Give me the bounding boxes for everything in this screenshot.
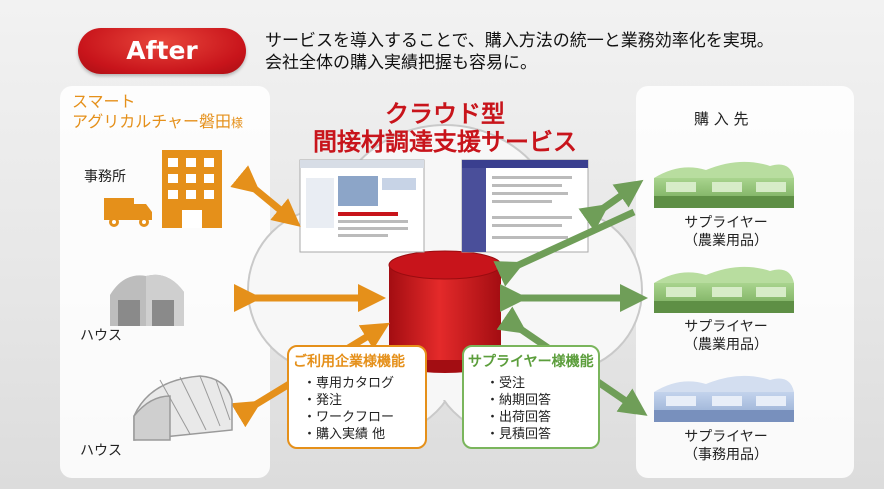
warehouse-icon-3 — [654, 375, 794, 422]
supplier-2-name: サプライヤー — [684, 319, 768, 335]
supplier-feature-item: ・納期回答 — [486, 393, 552, 408]
supplier-feature-item: ・見積回答 — [486, 427, 552, 442]
supplier-3-name: サプライヤー — [684, 429, 768, 445]
buyer-features-box: ご利用企業様機能 ・専用カタログ ・発注 ・ワークフロー ・購入実績 他 — [287, 345, 427, 449]
buyer-features-title: ご利用企業様機能 — [293, 354, 405, 370]
warehouse-icon-1 — [654, 161, 794, 208]
office-building-icon — [162, 150, 222, 228]
buyer-honorific: 様 — [231, 116, 244, 130]
buyer-feature-item: ・購入実績 他 — [303, 427, 386, 442]
headline-line-1: サービスを導入することで、購入方法の統一と業務効率化を実現。 — [265, 31, 774, 51]
screenshot-buyer — [299, 159, 425, 253]
buyer-name: スマート アグリカルチャー磐田様 — [72, 92, 243, 133]
truck-icon — [104, 198, 152, 227]
buyer-name-line2: アグリカルチャー磐田 — [72, 112, 232, 131]
supplier-1-category: （農業用品） — [684, 233, 768, 249]
supplier-2: サプライヤー （農業用品） — [676, 318, 776, 354]
buyer-name-line1: スマート — [72, 92, 136, 111]
supplier-features-box: サプライヤー様機能 ・受注 ・納期回答 ・出荷回答 ・見積回答 — [462, 345, 600, 449]
headline: サービスを導入することで、購入方法の統一と業務効率化を実現。 会社全体の購入実績… — [265, 30, 774, 74]
buyer-features-list: ・専用カタログ ・発注 ・ワークフロー ・購入実績 他 — [303, 375, 394, 443]
buyer-feature-item: ・専用カタログ — [303, 376, 395, 391]
supplier-feature-item: ・受注 — [486, 376, 526, 391]
suppliers-title: 購 入 先 — [694, 110, 749, 128]
service-title-line1: クラウド型 — [385, 100, 505, 128]
screenshot-supplier — [461, 159, 589, 253]
supplier-feature-item: ・出荷回答 — [486, 410, 552, 425]
warehouse-icon-2 — [654, 266, 794, 313]
buyer-feature-item: ・発注 — [303, 393, 343, 408]
service-title-line2: 間接材調達支援サービス — [313, 128, 577, 156]
headline-line-2: 会社全体の購入実績把握も容易に。 — [265, 53, 537, 73]
supplier-3: サプライヤー （事務用品） — [676, 428, 776, 464]
supplier-3-category: （事務用品） — [684, 447, 768, 463]
supplier-1: サプライヤー （農業用品） — [676, 214, 776, 250]
buyer-feature-item: ・ワークフロー — [303, 410, 395, 425]
supplier-features-list: ・受注 ・納期回答 ・出荷回答 ・見積回答 — [486, 375, 551, 443]
location-house-2: ハウス — [80, 443, 122, 459]
supplier-2-category: （農業用品） — [684, 337, 768, 353]
greenhouse-icon-1 — [110, 274, 184, 326]
supplier-1-name: サプライヤー — [684, 215, 768, 231]
greenhouse-icon-2 — [133, 375, 233, 441]
service-title: クラウド型 間接材調達支援サービス — [300, 100, 590, 156]
after-badge: After — [78, 28, 246, 74]
location-house-1: ハウス — [80, 328, 122, 344]
supplier-features-title: サプライヤー様機能 — [468, 354, 594, 370]
location-office: 事務所 — [84, 169, 126, 185]
